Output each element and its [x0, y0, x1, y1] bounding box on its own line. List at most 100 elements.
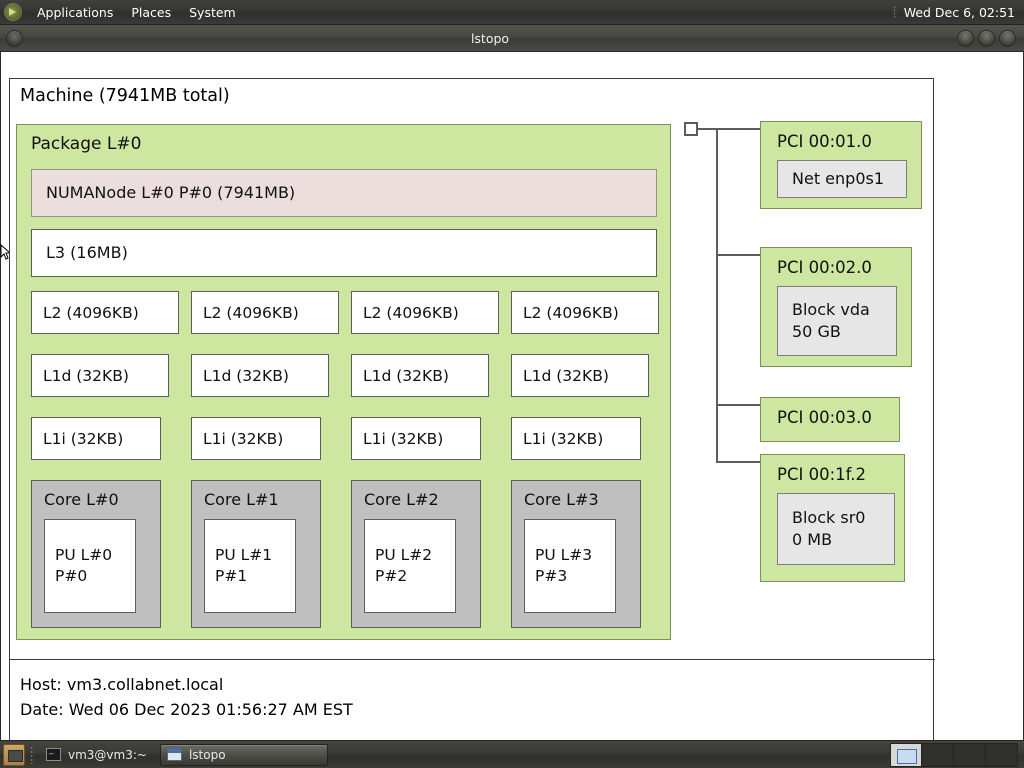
machine-box[interactable]: Machine (7941MB total) Package L#0 NUMAN… — [9, 78, 935, 756]
l1i-cache-box[interactable]: L1i (32KB) — [31, 417, 161, 460]
menu-applications[interactable]: Applications — [37, 4, 114, 20]
pci-device-box[interactable]: PCI 00:1f.2 Block sr0 0 MB — [760, 454, 905, 582]
close-icon[interactable] — [999, 29, 1016, 47]
l1d-cache-box[interactable]: L1d (32KB) — [191, 354, 329, 397]
pu-label-line1: PU L#0 — [55, 546, 113, 565]
window-titlebar[interactable]: lstopo — [0, 25, 1024, 52]
top-panel: Applications Places System Wed Dec 6, 02… — [0, 0, 1024, 25]
l1i-cache-box[interactable]: L1i (32KB) — [191, 417, 321, 460]
workspace-1[interactable] — [890, 742, 922, 767]
task-button-terminal[interactable]: vm3@vm3:~ — [39, 744, 158, 766]
l1i-cache-box[interactable]: L1i (32KB) — [511, 417, 641, 460]
pci-device-label: PCI 00:03.0 — [777, 408, 872, 427]
tree-line-trunk — [716, 128, 718, 463]
l1i-cache-row: L1i (32KB) L1i (32KB) L1i (32KB) L1i (32… — [31, 417, 657, 460]
pci-child-box[interactable]: Block sr0 0 MB — [777, 493, 895, 565]
lstopo-window: lstopo Machine (7941MB total) Package L#… — [0, 25, 1024, 756]
l2-cache-row: L2 (4096KB) L2 (4096KB) L2 (4096KB) L2 (… — [31, 291, 659, 334]
numanode-box[interactable]: NUMANode L#0 P#0 (7941MB) — [31, 169, 657, 217]
window-title: lstopo — [470, 30, 510, 46]
workspace-3[interactable] — [954, 742, 986, 767]
pci-child-line1: Net enp0s1 — [792, 169, 885, 189]
l3-cache-box[interactable]: L3 (16MB) — [31, 229, 657, 277]
gnome-foot-icon[interactable] — [4, 3, 22, 21]
terminal-icon — [46, 745, 61, 761]
pu-label-line1: PU L#1 — [215, 546, 273, 565]
task-button-lstopo[interactable]: lstopo — [159, 743, 328, 766]
tree-line-branch-4 — [716, 461, 760, 463]
pci-child-line2: 50 GB — [792, 322, 841, 341]
workspace-4[interactable] — [986, 742, 1018, 767]
core-label: Core L#1 — [204, 490, 279, 509]
package-box[interactable]: Package L#0 NUMANode L#0 P#0 (7941MB) L3… — [16, 124, 671, 640]
menu-system[interactable]: System — [189, 4, 236, 20]
maximize-icon[interactable] — [978, 29, 995, 47]
pci-child-box[interactable]: Block vda 50 GB — [777, 286, 897, 356]
core-box[interactable]: Core L#2 PU L#2 P#2 — [351, 480, 481, 628]
date-line: Date: Wed 06 Dec 2023 01:56:27 AM EST — [20, 700, 353, 719]
pci-device-box[interactable]: PCI 00:03.0 — [760, 397, 900, 442]
pci-device-box[interactable]: PCI 00:01.0 Net enp0s1 — [760, 121, 922, 209]
pci-device-label: PCI 00:02.0 — [777, 258, 872, 277]
l1d-cache-box[interactable]: L1d (32KB) — [31, 354, 169, 397]
pci-root-connector-icon — [684, 122, 698, 136]
pu-box[interactable]: PU L#0 P#0 — [44, 519, 136, 613]
machine-label: Machine (7941MB total) — [20, 86, 230, 106]
l2-cache-box[interactable]: L2 (4096KB) — [31, 291, 179, 334]
cores-row: Core L#0 PU L#0 P#0 Core L#1 PU L#1 P#1 — [31, 480, 657, 628]
l2-cache-box[interactable]: L2 (4096KB) — [511, 291, 659, 334]
tree-line-branch-2 — [716, 254, 760, 256]
workspace-switcher[interactable] — [890, 742, 1018, 767]
tree-line-root — [698, 128, 760, 130]
host-line: Host: vm3.collabnet.local — [20, 675, 224, 694]
pu-label-line2: P#1 — [215, 567, 248, 585]
core-label: Core L#2 — [364, 490, 439, 509]
pu-box[interactable]: PU L#2 P#2 — [364, 519, 456, 613]
l1d-cache-row: L1d (32KB) L1d (32KB) L1d (32KB) L1d (32… — [31, 354, 657, 397]
machine-footer-divider — [10, 659, 935, 660]
pci-child-line2: 0 MB — [792, 530, 833, 549]
pci-tree: PCI 00:01.0 Net enp0s1 PCI 00:02.0 Block… — [10, 79, 935, 659]
pu-label-line2: P#0 — [55, 567, 88, 585]
l1i-cache-box[interactable]: L1i (32KB) — [351, 417, 481, 460]
core-box[interactable]: Core L#0 PU L#0 P#0 — [31, 480, 161, 628]
panel-grip-icon — [892, 5, 897, 19]
bottom-taskbar: vm3@vm3:~ lstopo — [0, 740, 1024, 768]
window-client-area: Machine (7941MB total) Package L#0 NUMAN… — [0, 52, 1024, 756]
core-box[interactable]: Core L#1 PU L#1 P#1 — [191, 480, 321, 628]
tree-line-branch-3 — [716, 404, 760, 406]
pci-child-box[interactable]: Net enp0s1 — [777, 160, 907, 198]
pci-device-label: PCI 00:01.0 — [777, 132, 872, 151]
menu-places[interactable]: Places — [131, 4, 172, 20]
task-button-label: lstopo — [188, 747, 226, 762]
pu-box[interactable]: PU L#1 P#1 — [204, 519, 296, 613]
pci-child-line1: Block sr0 — [792, 508, 866, 528]
pu-label-line1: PU L#3 — [535, 546, 593, 565]
l1d-cache-box[interactable]: L1d (32KB) — [351, 354, 489, 397]
pci-device-box[interactable]: PCI 00:02.0 Block vda 50 GB — [760, 247, 912, 367]
window-controls — [957, 29, 1016, 47]
panel-separator-icon — [30, 745, 34, 764]
pu-box[interactable]: PU L#3 P#3 — [524, 519, 616, 613]
core-label: Core L#0 — [44, 490, 119, 509]
l2-cache-box[interactable]: L2 (4096KB) — [351, 291, 499, 334]
show-desktop-icon[interactable] — [3, 743, 25, 766]
minimize-icon[interactable] — [957, 29, 974, 47]
window-menu-icon[interactable] — [6, 29, 23, 47]
l3-cache-label: L3 (16MB) — [46, 243, 128, 262]
pci-child-line1: Block vda — [792, 300, 870, 320]
clock[interactable]: Wed Dec 6, 02:51 — [903, 4, 1015, 20]
numanode-label: NUMANode L#0 P#0 (7941MB) — [46, 183, 296, 202]
window-icon — [166, 748, 182, 761]
pci-device-label: PCI 00:1f.2 — [777, 465, 866, 484]
l1d-cache-box[interactable]: L1d (32KB) — [511, 354, 649, 397]
pu-label-line2: P#2 — [375, 567, 408, 585]
core-box[interactable]: Core L#3 PU L#3 P#3 — [511, 480, 641, 628]
l2-cache-box[interactable]: L2 (4096KB) — [191, 291, 339, 334]
task-button-label: vm3@vm3:~ — [68, 747, 147, 762]
workspace-2[interactable] — [922, 742, 954, 767]
package-label: Package L#0 — [31, 134, 142, 154]
pu-label-line1: PU L#2 — [375, 546, 433, 565]
core-label: Core L#3 — [524, 490, 599, 509]
